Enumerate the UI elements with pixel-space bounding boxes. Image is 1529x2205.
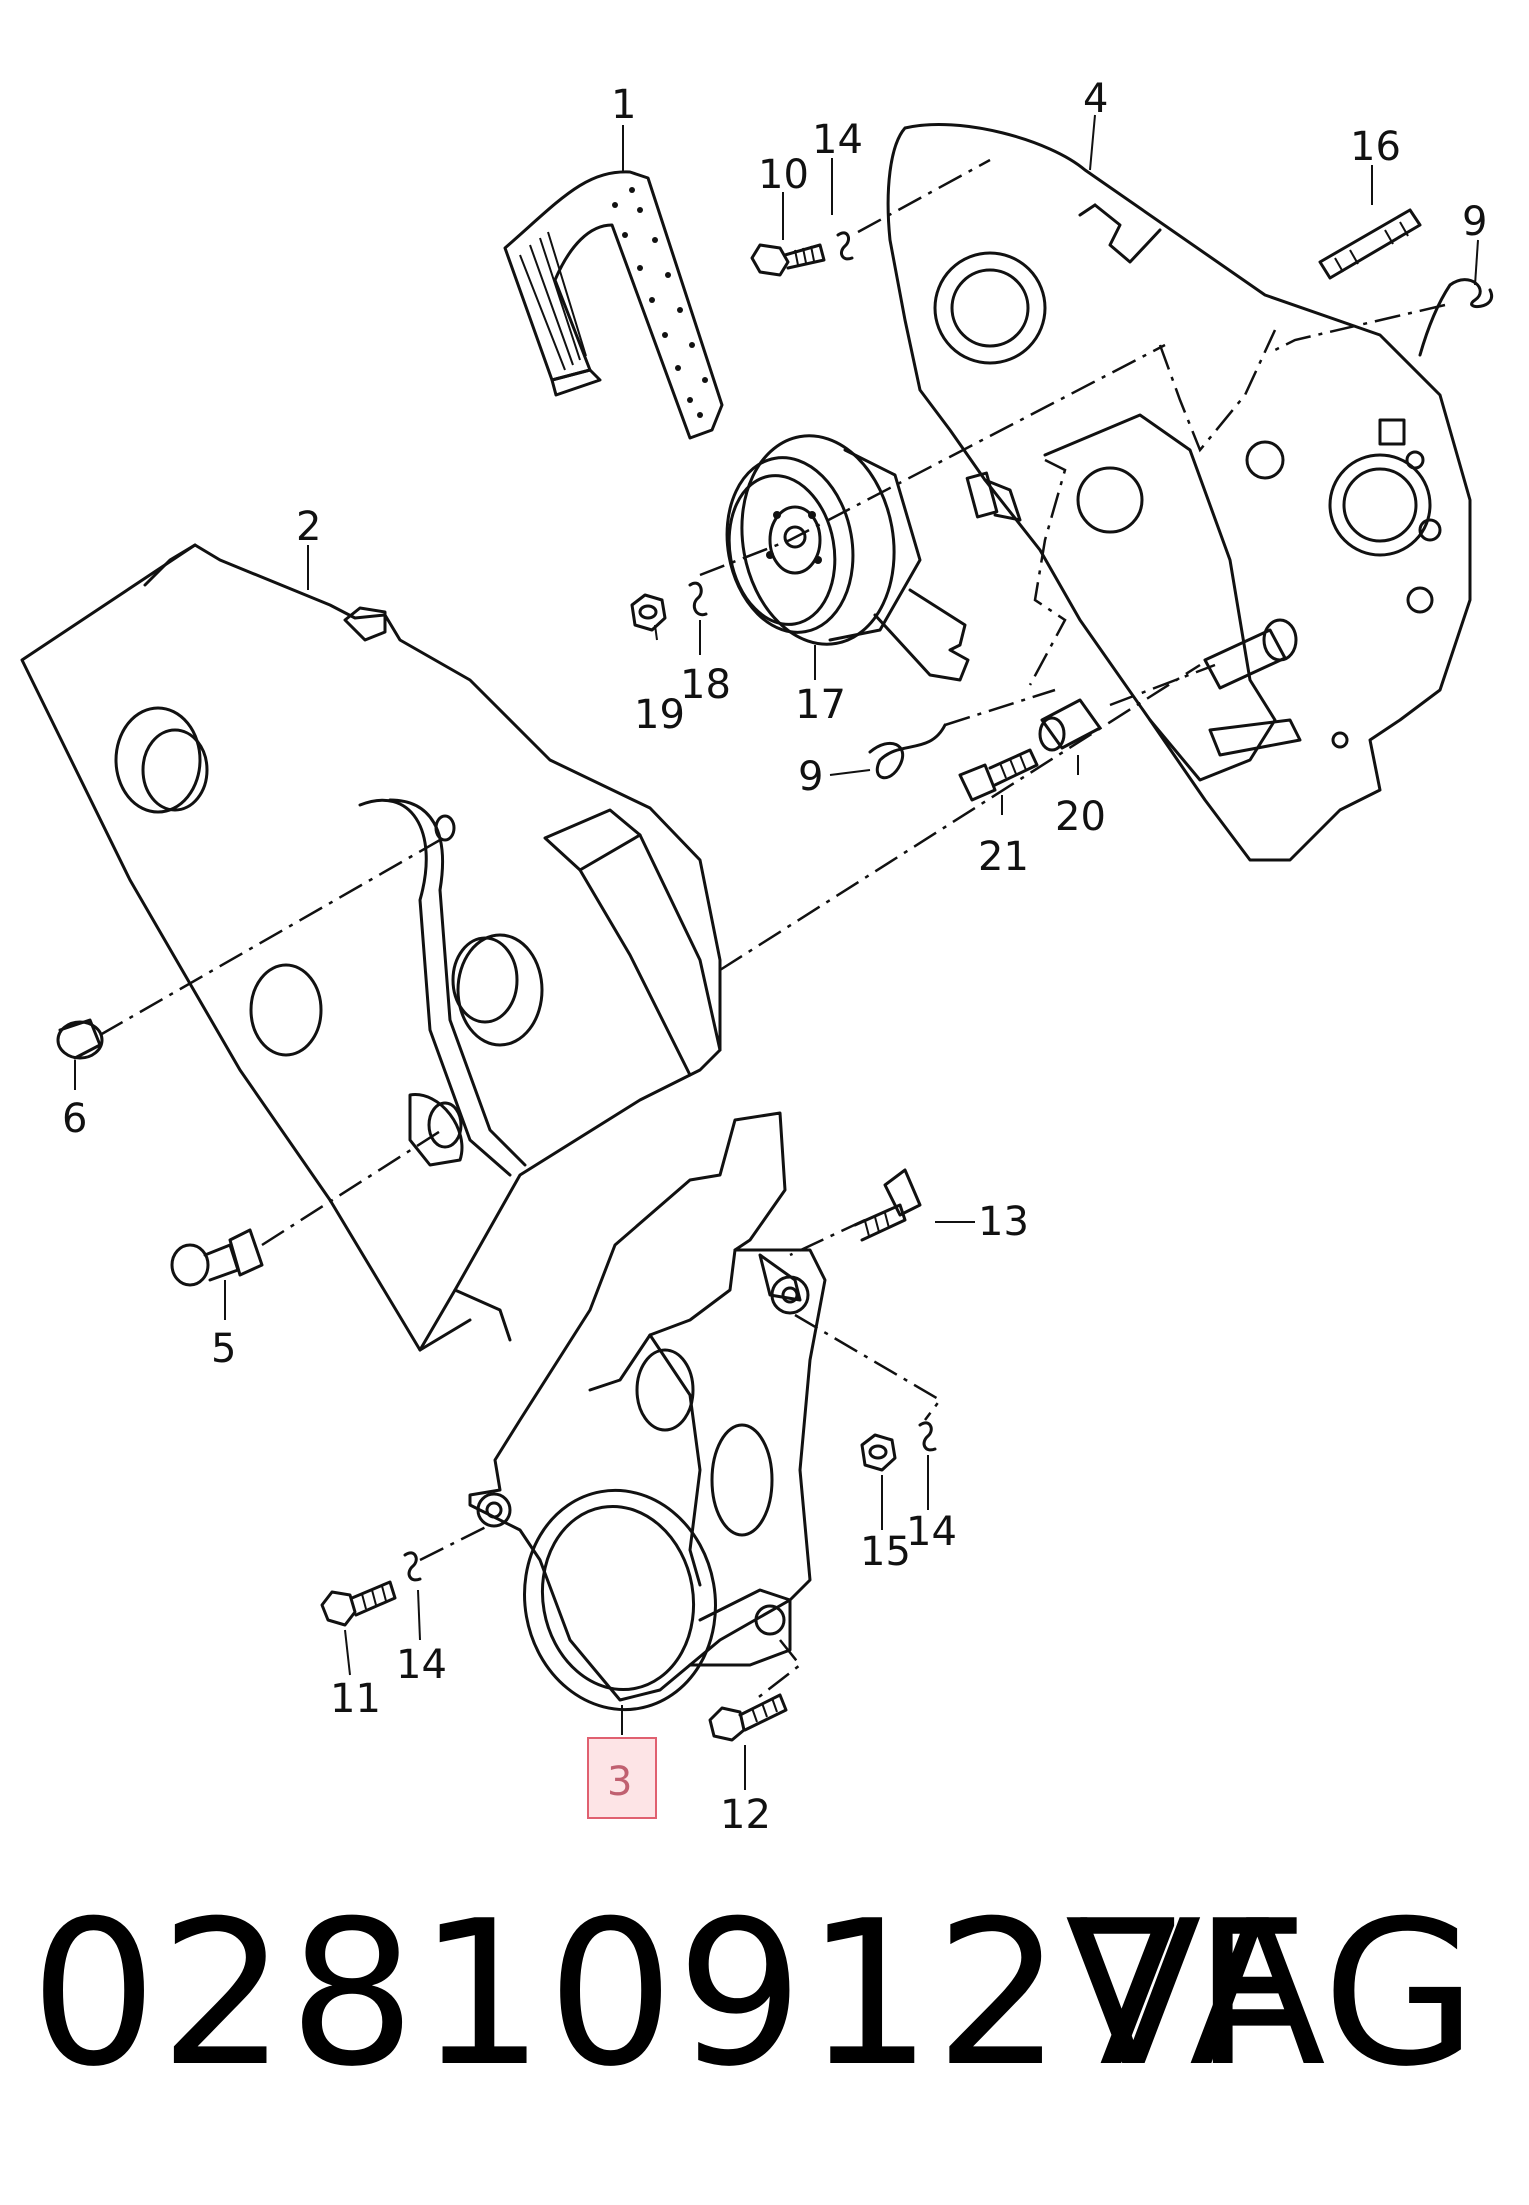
timing-belt: [503, 170, 724, 440]
assembly-lines: [99, 158, 1446, 1701]
rear-timing-cover: [886, 122, 1472, 862]
fastener-5: [170, 1228, 264, 1287]
sleeve-20: [1038, 698, 1102, 752]
callout-19: 19: [634, 692, 685, 738]
callout-20: 20: [1055, 794, 1106, 840]
spring-washer-14-right: [918, 1421, 937, 1452]
callout-labels: 1 2 3 4 5 6 9 9 10 11 12 13 14 14 14 15 …: [62, 76, 1487, 1838]
brand-label: VAG: [1065, 1878, 1478, 2111]
highlight-box-3: [587, 1737, 657, 1819]
part-number: 028109127F: [30, 1878, 1311, 2111]
callout-9-mid: 9: [798, 754, 823, 800]
callout-1: 1: [611, 82, 636, 128]
leader-lines: [74, 114, 1479, 1790]
callout-15: 15: [860, 1529, 911, 1575]
callout-14-top: 14: [812, 117, 863, 163]
callout-11: 11: [330, 1676, 381, 1722]
spring-washer-14-top: [836, 231, 854, 261]
bolt-11: [320, 1580, 397, 1627]
washer-18: [688, 581, 708, 617]
callout-13: 13: [978, 1199, 1029, 1245]
bolt-10: [750, 243, 826, 277]
flange-bolt-12: [708, 1693, 788, 1742]
callout-4: 4: [1083, 76, 1108, 122]
callout-2: 2: [296, 504, 321, 550]
spring-washer-14-left: [403, 1551, 422, 1582]
plug-6: [56, 1018, 104, 1060]
upper-timing-cover: [20, 543, 722, 1352]
stud-16: [1318, 208, 1422, 280]
clip-9-mid: [868, 723, 947, 780]
callout-9-top: 9: [1462, 199, 1487, 245]
callout-5: 5: [211, 1326, 236, 1372]
callout-21: 21: [978, 834, 1029, 880]
bolt-13: [853, 1168, 922, 1242]
clip-9-top: [1418, 278, 1494, 357]
lower-timing-cover: [468, 1111, 827, 1712]
callout-6: 6: [62, 1096, 87, 1142]
callout-16: 16: [1350, 124, 1401, 170]
shoulder-bolt: [1203, 618, 1298, 690]
callout-18: 18: [680, 662, 731, 708]
callout-17: 17: [795, 682, 846, 728]
callout-12: 12: [720, 1792, 771, 1838]
callout-14-right: 14: [906, 1509, 957, 1555]
bolt-21: [958, 748, 1039, 802]
nut-15: [860, 1433, 897, 1472]
callout-3: 3: [607, 1759, 632, 1805]
nut-19: [630, 593, 667, 632]
tensioner-pulley: [725, 434, 1022, 682]
callout-10: 10: [758, 152, 809, 198]
callout-14-left: 14: [396, 1642, 447, 1688]
